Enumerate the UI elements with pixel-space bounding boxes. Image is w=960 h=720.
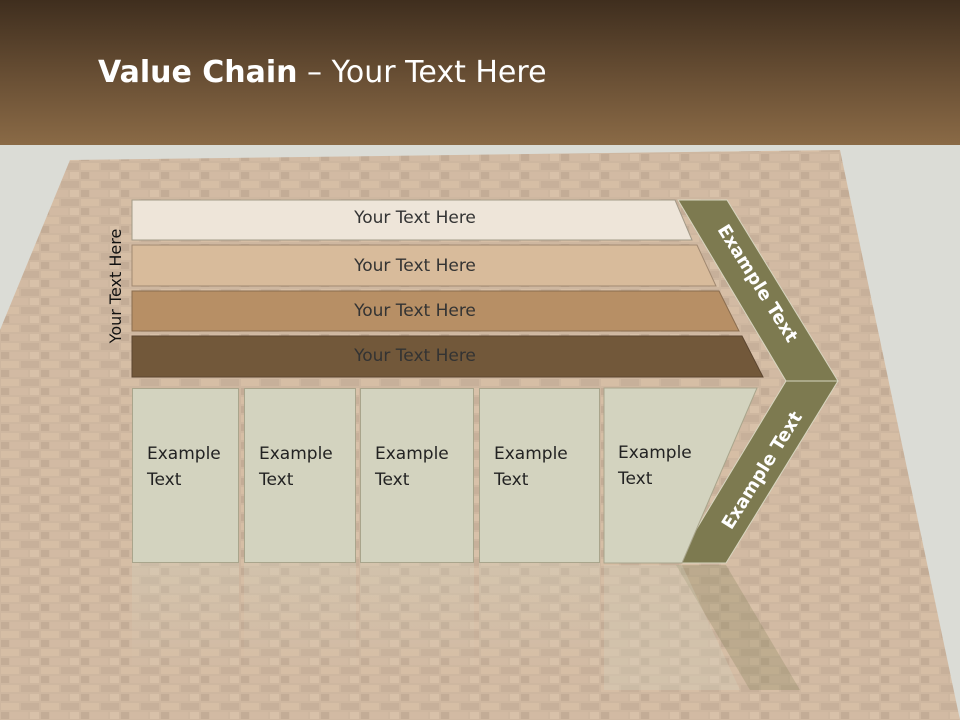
box-3-line1: Example	[375, 444, 449, 464]
box-4-reflection	[479, 563, 600, 673]
bar-4	[131, 335, 764, 378]
box-4-line2: Text	[494, 470, 529, 490]
header-bar	[0, 0, 960, 145]
box-5-line2: Text	[618, 469, 653, 489]
box-3-reflection	[360, 563, 474, 673]
bar-1-label: Your Text Here	[354, 208, 476, 228]
box-5-reflection	[604, 565, 740, 690]
bar-3-label: Your Text Here	[354, 301, 476, 321]
box-5-line1: Example	[618, 443, 692, 463]
box-2-line1: Example	[259, 444, 333, 464]
box-1-line1: Example	[147, 444, 221, 464]
box-4-line1: Example	[494, 444, 568, 464]
page-title: Value Chain – Your Text Here	[98, 55, 547, 90]
bar-4-label: Your Text Here	[354, 346, 476, 366]
bar-2-label: Your Text Here	[354, 256, 476, 276]
box-2-reflection	[244, 563, 356, 673]
title-rest: – Your Text Here	[297, 55, 547, 90]
box-1-reflection	[132, 563, 239, 673]
side-label: Your Text Here	[106, 228, 125, 344]
box-2-line2: Text	[259, 470, 294, 490]
box-5-shape	[603, 387, 758, 564]
box-1-line2: Text	[147, 470, 182, 490]
chevron-reflection	[676, 565, 800, 690]
bar-3	[131, 290, 740, 332]
lower-chevron-arm	[675, 380, 839, 564]
title-bold: Value Chain	[98, 55, 298, 90]
box-3-line2: Text	[375, 470, 410, 490]
bar-2	[131, 244, 717, 287]
bar-1	[131, 199, 693, 241]
